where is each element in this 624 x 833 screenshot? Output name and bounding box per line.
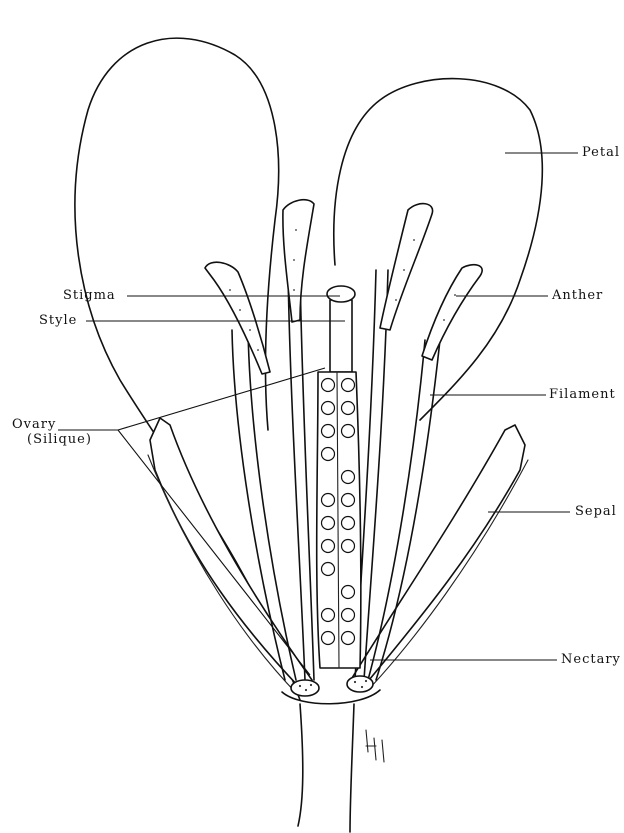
right-sepal bbox=[352, 425, 525, 685]
anther-left-2 bbox=[283, 200, 314, 322]
ovule bbox=[342, 402, 355, 415]
ovule bbox=[342, 632, 355, 645]
ovule bbox=[322, 425, 335, 438]
anther-right-2 bbox=[422, 265, 482, 360]
left-sepal bbox=[150, 418, 312, 688]
pedicel bbox=[298, 704, 354, 832]
ovule bbox=[322, 517, 335, 530]
label-ovary: Ovary bbox=[12, 418, 56, 432]
ovule bbox=[322, 609, 335, 622]
ovule bbox=[342, 471, 355, 484]
nectary-right bbox=[347, 676, 373, 692]
ovule bbox=[322, 540, 335, 553]
ovule bbox=[322, 379, 335, 392]
ovule bbox=[322, 632, 335, 645]
nectary-left bbox=[291, 680, 319, 696]
style bbox=[330, 300, 352, 372]
anther-left-1 bbox=[205, 262, 270, 374]
ovule bbox=[342, 379, 355, 392]
anther-right-1 bbox=[380, 204, 433, 330]
ovule bbox=[322, 448, 335, 461]
ovule bbox=[322, 402, 335, 415]
ovule bbox=[342, 494, 355, 507]
right-petal bbox=[334, 79, 543, 420]
ovule bbox=[322, 563, 335, 576]
ovule bbox=[342, 540, 355, 553]
ovule bbox=[342, 609, 355, 622]
label-sepal: Sepal bbox=[575, 505, 617, 519]
ovule bbox=[342, 586, 355, 599]
ovule bbox=[342, 425, 355, 438]
label-petal: Petal bbox=[582, 146, 620, 160]
stigma bbox=[327, 286, 355, 302]
label-stigma: Stigma bbox=[63, 289, 116, 303]
ovule bbox=[322, 494, 335, 507]
artist-monogram bbox=[366, 730, 384, 762]
filament-left-inner bbox=[288, 270, 314, 680]
ovule bbox=[342, 517, 355, 530]
label-nectary: Nectary bbox=[561, 653, 621, 667]
label-filament: Filament bbox=[549, 388, 616, 402]
label-anther: Anther bbox=[552, 289, 603, 303]
label-silique: (Silique) bbox=[27, 433, 92, 447]
label-style: Style bbox=[39, 314, 77, 328]
